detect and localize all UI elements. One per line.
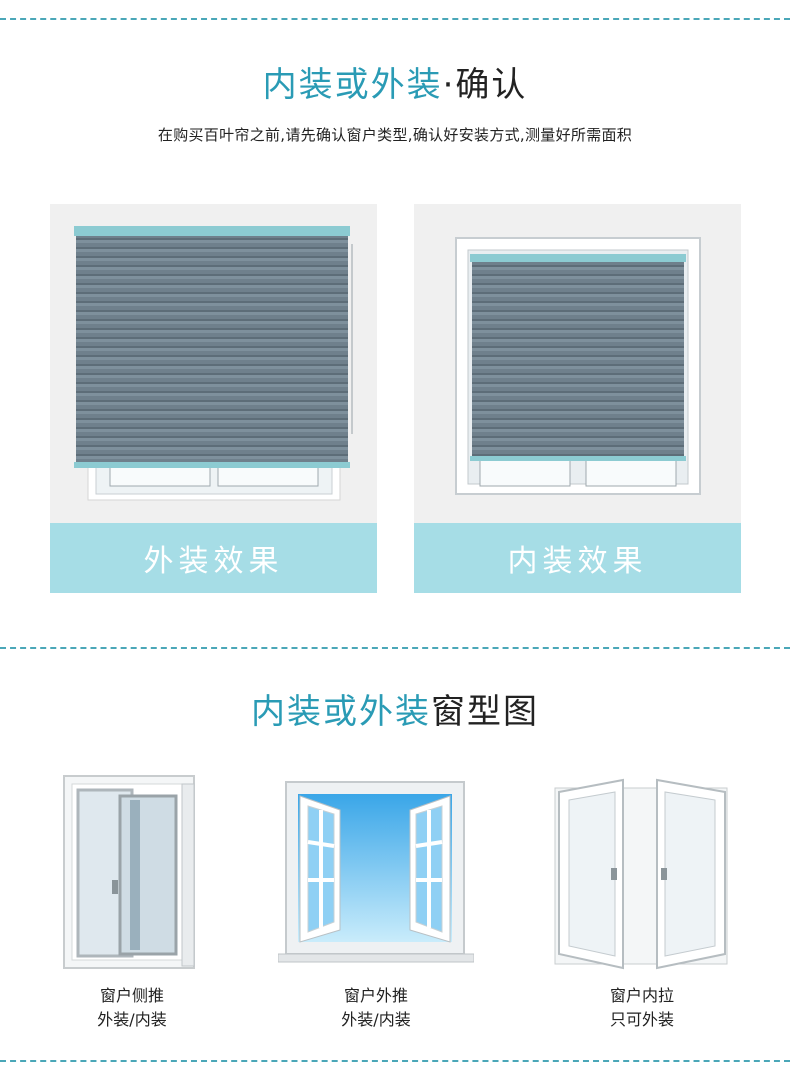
outside-mount-card: 外装效果 xyxy=(50,204,377,593)
sliding-window-caption: 窗户侧推 外装/内装 xyxy=(97,986,167,1029)
middle-divider xyxy=(0,647,790,649)
section-title-confirm: 内装或外装·确认 xyxy=(262,65,528,105)
inside-mount-card: 内装效果 xyxy=(414,204,741,593)
outward-casement-window-image xyxy=(278,781,474,963)
inward-casement-caption: 窗户内拉 只可外装 xyxy=(609,986,674,1029)
bottom-divider xyxy=(0,1060,790,1062)
outside-mount-label: 外装效果 xyxy=(50,523,377,593)
outward-casement-caption: 窗户外推 外装/内装 xyxy=(341,986,411,1029)
sliding-window-image xyxy=(63,775,195,969)
section-title-window-types: 内装或外装窗型图 xyxy=(251,692,539,732)
top-divider xyxy=(0,18,790,20)
outside-mount-illustration xyxy=(74,226,353,501)
inward-casement-window-image xyxy=(554,778,728,970)
inside-mount-label: 内装效果 xyxy=(414,523,741,593)
inside-mount-illustration xyxy=(455,237,701,495)
section-subtitle: 在购买百叶帘之前,请先确认窗户类型,确认好安装方式,测量好所需面积 xyxy=(157,126,633,144)
